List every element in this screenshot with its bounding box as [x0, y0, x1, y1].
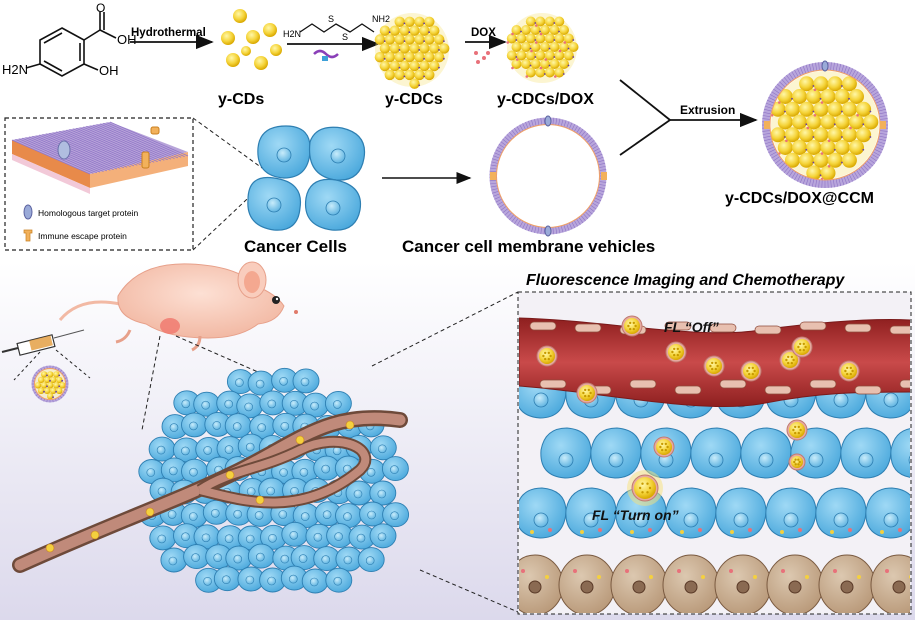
- membrane-vesicle: [489, 115, 607, 237]
- dox-label: DOX: [471, 27, 496, 39]
- escape-protein-icon: [23, 229, 33, 242]
- linker-s2: S: [342, 32, 348, 42]
- tumor-zoom-lines: [141, 291, 519, 613]
- linker-nh2-left: H2N: [283, 29, 301, 39]
- ycdcs-dox-sphere: [506, 13, 579, 83]
- ycdcs-dox-label: y-CDCs/DOX: [497, 91, 594, 108]
- target-protein-icon: [23, 204, 33, 220]
- ycdcs-sphere: [374, 13, 450, 89]
- hydrothermal-label: Hydrothermal: [131, 27, 206, 39]
- extrusion-label: Extrusion: [680, 103, 735, 117]
- injected-nanoparticle: [31, 365, 69, 403]
- extrusion-arrows: [619, 79, 758, 156]
- fl-off-label: FL “Off”: [664, 319, 719, 335]
- tumor-tissue: [12, 367, 410, 594]
- mol-carbonyl-o: O: [96, 1, 105, 15]
- vehicles-label: Cancer cell membrane vehicles: [402, 237, 655, 256]
- ycds-dots: [221, 9, 282, 70]
- cystamine-linker: [299, 23, 375, 33]
- final-nanoparticle: [762, 60, 888, 188]
- legend-escape-label: Immune escape protein: [38, 231, 127, 241]
- legend-target-label: Homologous target protein: [38, 208, 138, 218]
- aminosalicylic-acid-structure: [25, 12, 117, 77]
- mol-amine: H2N: [2, 62, 28, 77]
- syringe-icon: [1, 329, 85, 356]
- final-label: y-CDCs/DOX@CCM: [725, 190, 874, 207]
- injection-zoom-lines: [13, 349, 91, 381]
- linker-nh2-right: NH2: [372, 14, 390, 24]
- linker-square-icon: [322, 56, 328, 61]
- wavy-linker-icon: [313, 49, 339, 59]
- cancer-cells-cluster: [247, 125, 366, 231]
- membrane-bilayer-illustration: [11, 121, 189, 194]
- ycdcs-label: y-CDCs: [385, 91, 443, 108]
- dox-molecules: [474, 51, 490, 64]
- mouse-illustration: [58, 261, 298, 352]
- panel-title: Fluorescence Imaging and Chemotherapy: [526, 272, 845, 289]
- linker-s1: S: [328, 14, 334, 24]
- fl-turn-on-label: FL “Turn on”: [592, 507, 679, 523]
- mol-oh: OH: [99, 63, 119, 78]
- cancer-cells-label: Cancer Cells: [244, 237, 347, 256]
- ycds-label: y-CDs: [218, 91, 264, 108]
- mol-cooh-oh: OH: [117, 32, 137, 47]
- imaging-panel-content: [519, 315, 910, 613]
